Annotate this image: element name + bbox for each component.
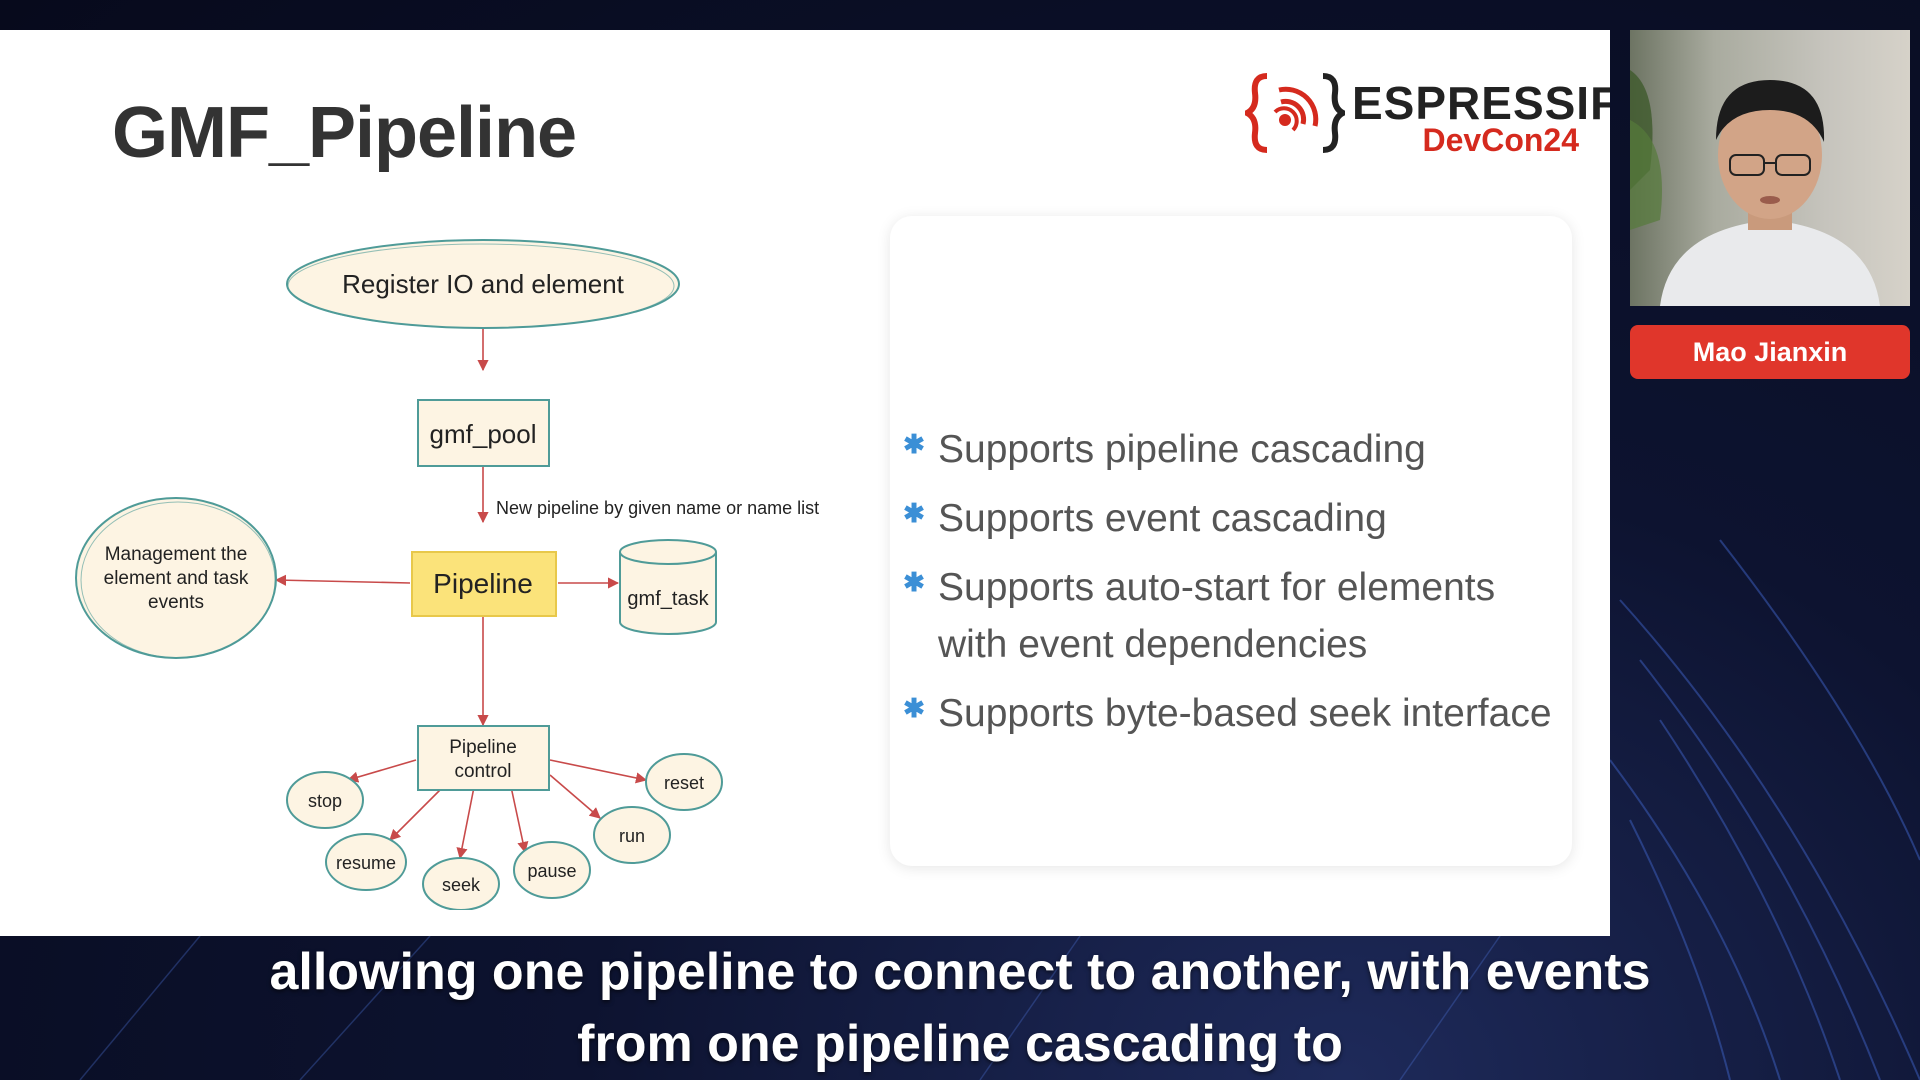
speaker-name-tag: Mao Jianxin — [1630, 325, 1910, 379]
speaker-video — [1630, 30, 1910, 306]
feature-item: ✱ Supports event cascading — [890, 490, 1558, 547]
action-seek-node: seek — [422, 857, 500, 910]
asterisk-bullet-icon: ✱ — [903, 567, 925, 597]
subtitle-captions: allowing one pipeline to connect to anot… — [0, 936, 1920, 1080]
task-label: gmf_task — [627, 588, 709, 610]
action-reset-node: reset — [645, 753, 723, 811]
management-label-line1: Management the — [105, 544, 248, 565]
logo-brand-text: ESPRESSIF — [1352, 77, 1610, 129]
action-stop-label: stop — [308, 791, 342, 811]
presentation-slide: GMF_Pipeline ESPRESSIF DevCon24 — [0, 30, 1610, 936]
features-list: ✱ Supports pipeline cascading ✱ Supports… — [890, 421, 1558, 754]
action-reset-label: reset — [664, 773, 704, 793]
feature-text: Supports byte-based seek interface — [938, 692, 1552, 735]
action-seek-label: seek — [442, 875, 481, 895]
features-card: ✱ Supports pipeline cascading ✱ Supports… — [890, 216, 1572, 866]
espressif-logo: ESPRESSIF DevCon24 — [1245, 68, 1610, 158]
speaker-portrait — [1630, 70, 1880, 306]
register-node: Register IO and element — [286, 239, 680, 329]
asterisk-bullet-icon: ✱ — [903, 429, 925, 459]
feature-text: Supports auto-start for elements with ev… — [938, 566, 1496, 666]
task-node: gmf_task — [619, 539, 717, 635]
feature-item: ✱ Supports pipeline cascading — [890, 421, 1558, 478]
pipeline-label: Pipeline — [433, 568, 533, 599]
register-label: Register IO and element — [342, 269, 625, 299]
espressif-logo-icon — [1245, 73, 1345, 153]
control-label-line2: control — [454, 761, 511, 782]
action-resume-label: resume — [336, 853, 396, 873]
asterisk-bullet-icon: ✱ — [903, 498, 925, 528]
logo-event-text: DevCon24 — [1422, 122, 1580, 158]
action-resume-node: resume — [325, 833, 407, 891]
action-stop-node: stop — [286, 771, 364, 829]
management-label-line2: element and task — [104, 568, 249, 589]
management-label-line3: events — [148, 592, 204, 613]
edge-label: New pipeline by given name or name list — [496, 498, 819, 518]
pool-label: gmf_pool — [430, 419, 537, 449]
pipeline-diagram: New pipeline by given name or name list … — [75, 239, 819, 910]
pipeline-node: Pipeline — [411, 551, 557, 617]
control-node: Pipeline control — [417, 725, 550, 791]
action-pause-label: pause — [527, 861, 576, 881]
action-run-label: run — [619, 826, 645, 846]
caption-line-1: allowing one pipeline to connect to anot… — [269, 943, 1651, 1001]
slide-title: GMF_Pipeline — [112, 93, 577, 173]
feature-text: Supports pipeline cascading — [938, 428, 1426, 471]
asterisk-bullet-icon: ✱ — [903, 693, 925, 723]
feature-item: ✱ Supports byte-based seek interface — [890, 685, 1558, 742]
management-node: Management the element and task events — [75, 497, 277, 659]
action-pause-node: pause — [513, 841, 591, 899]
pool-node: gmf_pool — [417, 399, 550, 467]
control-label-line1: Pipeline — [449, 737, 517, 758]
feature-item: ✱ Supports auto-start for elements with … — [890, 559, 1558, 673]
feature-text: Supports event cascading — [938, 497, 1387, 540]
caption-line-2: from one pipeline cascading to — [577, 1015, 1343, 1073]
action-run-node: run — [593, 806, 671, 864]
